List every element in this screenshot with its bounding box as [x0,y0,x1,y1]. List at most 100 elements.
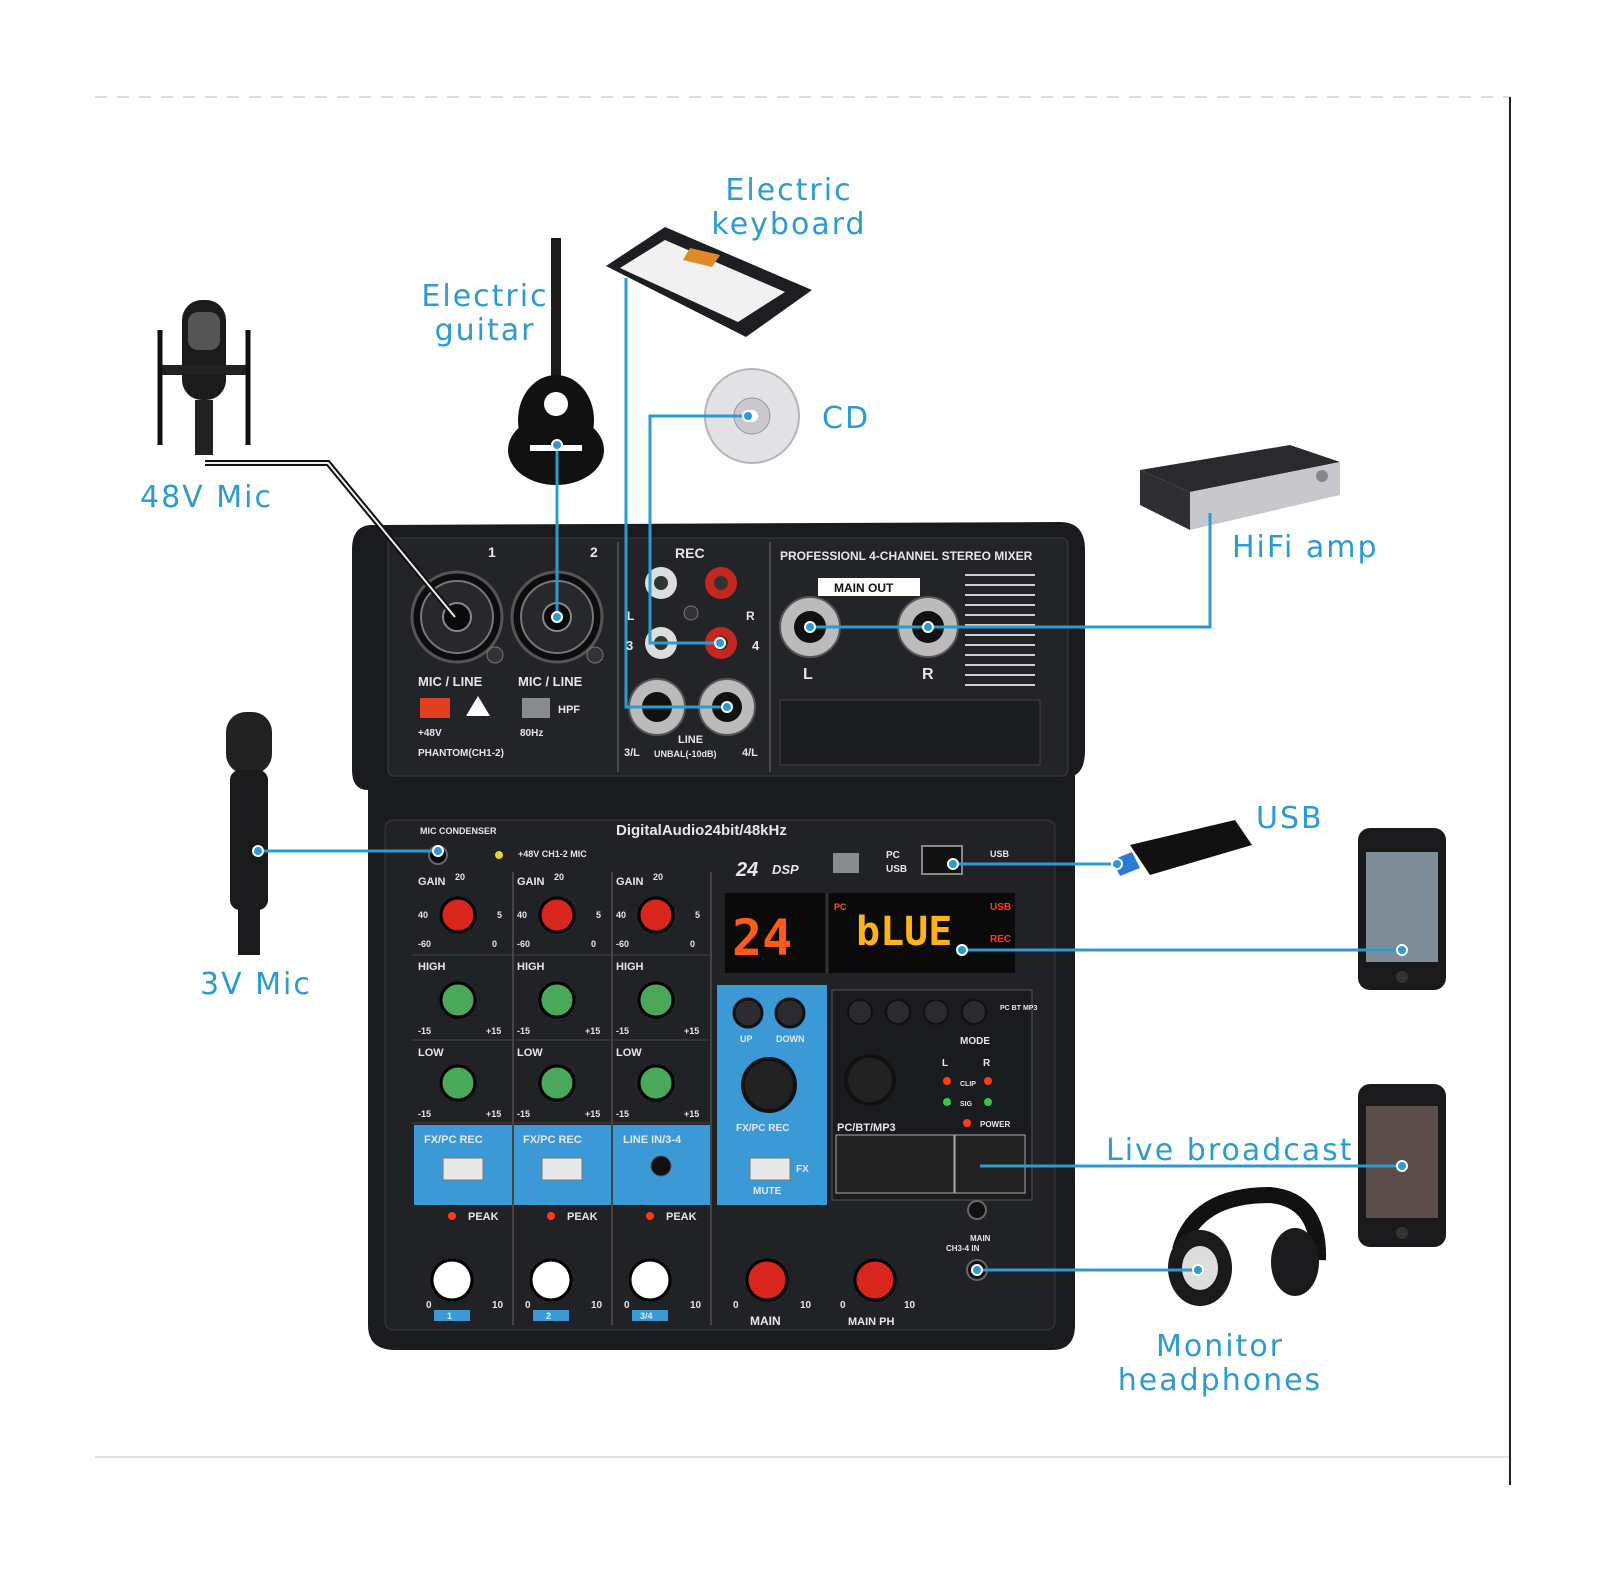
headphones-callout: Monitor headphones [1110,1330,1330,1398]
level-min-1: 0 [426,1300,432,1311]
rec-l-label: L [627,609,634,623]
ph-min: 0 [840,1300,846,1311]
in3-label: 3 [626,638,633,653]
peak-label-2: PEAK [567,1211,598,1223]
cd-label: CD [822,401,871,436]
low-max-2: +15 [585,1109,600,1119]
channel-tag-1: 1 [447,1311,452,1321]
mute-label: MUTE [753,1186,782,1197]
hz80-label: 80Hz [520,728,543,739]
line-in-34-label: LINE IN/3-4 [623,1134,682,1146]
ch2-label: 2 [590,544,598,560]
low-max-1: +15 [486,1109,501,1119]
gain-scale-left-1: 40 [418,910,428,920]
level-knobs [430,1258,897,1302]
gain-label-3: GAIN [616,876,644,888]
meter-l-label: L [942,1058,948,1069]
high-label-3: HIGH [616,961,644,973]
pc-bt-mp3-side-label: PC BT MP3 [1000,1005,1037,1012]
level-max-1: 10 [492,1300,504,1311]
gain-scale-right-2: 5 [596,910,601,920]
low-max-3: +15 [684,1109,699,1119]
ch34-in-label: CH3-4 IN [946,1244,980,1253]
level-min-2: 0 [525,1300,531,1311]
phantom-button [420,698,450,718]
dsp-number: 24 [735,859,758,881]
digital-audio-label: DigitalAudio24bit/48kHz [616,822,787,839]
keyboard-label-line2: keyboard [711,207,867,242]
mic-line-1-label: MIC / LINE [418,674,483,689]
gain-scale-left-3: 40 [616,910,626,920]
line-label: LINE [678,734,703,746]
gain-scale-br-1: 0 [492,939,497,949]
gain-scale-bl-3: -60 [616,939,629,949]
low-eq-knobs [439,1064,675,1102]
main-ph-label: MAIN PH [848,1316,895,1328]
power-label: POWER [980,1120,1010,1129]
fx-label: FX [796,1164,809,1175]
main-label: MAIN [750,1314,781,1328]
channel-tag-3: 3/4 [640,1311,653,1321]
low-min-3: -15 [616,1109,629,1119]
condenser-mic-illustration [157,300,251,455]
usb-select-label: USB [886,864,907,875]
main-min: 0 [733,1300,739,1311]
dsp-fx-pc-rec-label: FX/PC REC [736,1123,789,1134]
headphones-illustration [1168,1186,1327,1306]
in3l-label: 3/L [624,747,640,759]
pc-select-label: PC [886,850,900,861]
phantom-label: PHANTOM(CH1-2) [418,748,504,759]
in4l-label: 4/L [742,747,758,759]
gain-scale-bl-2: -60 [517,939,530,949]
low-min-1: -15 [418,1109,431,1119]
low-label-3: LOW [616,1047,642,1059]
sig-label: SIG [960,1101,973,1108]
high-min-3: -15 [616,1026,629,1036]
phone-illustration-1 [1358,828,1446,990]
gain-scale-left-2: 40 [517,910,527,920]
out-l-label: L [803,666,813,683]
usb-port-label: USB [990,849,1010,859]
connection-dots [252,410,1408,1276]
plus48v-label: +48V [418,728,442,739]
gain-label-1: GAIN [418,876,446,888]
clip-label: CLIP [960,1081,976,1088]
panel-text: 1 2 MIC / LINE MIC / LINE +48V PHANTOM(C… [418,544,1037,1328]
fx-encoder [741,1057,797,1113]
channel-tag-2: 2 [546,1311,551,1321]
usb-label: USB [1256,801,1324,836]
hifi-line [810,513,1212,629]
amplifier-illustration [1140,445,1340,530]
high-min-1: -15 [418,1026,431,1036]
display-preset-number: 24 [732,909,792,967]
keyboard-illustration [606,227,812,337]
headphones-label-line2: headphones [1117,1363,1323,1398]
connection-lines [258,278,1402,1272]
pc-bt-mp3-label: PC/BT/MP3 [837,1122,896,1134]
peak-label-1: PEAK [468,1211,499,1223]
level-max-2: 10 [591,1300,603,1311]
low-label-1: LOW [418,1047,444,1059]
hpf-label: HPF [558,704,580,716]
mic48-label: 48V Mic [140,480,273,515]
handheld-mic-illustration [226,712,272,955]
mic-line-2-label: MIC / LINE [518,674,583,689]
gain-scale-top-3: 20 [653,872,663,882]
ch1-label: 1 [488,544,496,560]
mic3-label: 3V Mic [200,967,312,1002]
high-label-2: HIGH [517,961,545,973]
gain-label-2: GAIN [517,876,545,888]
low-label-2: LOW [517,1047,543,1059]
headphones-label-line1: Monitor [1155,1329,1285,1364]
fx-pc-rec-label-1: FX/PC REC [424,1134,483,1146]
mixer-title: PROFESSIONL 4-CHANNEL STEREO MIXER [780,549,1033,563]
keyboard-line [624,278,727,709]
mic-condenser-label: MIC CONDENSER [420,826,497,836]
live-broadcast-label: Live broadcast [1106,1133,1354,1168]
display-pc-indicator: PC [834,902,847,912]
keyboard-callout: Electric keyboard [704,174,874,242]
unbal-label: UNBAL(-10dB) [654,749,717,759]
down-label: DOWN [776,1034,805,1044]
